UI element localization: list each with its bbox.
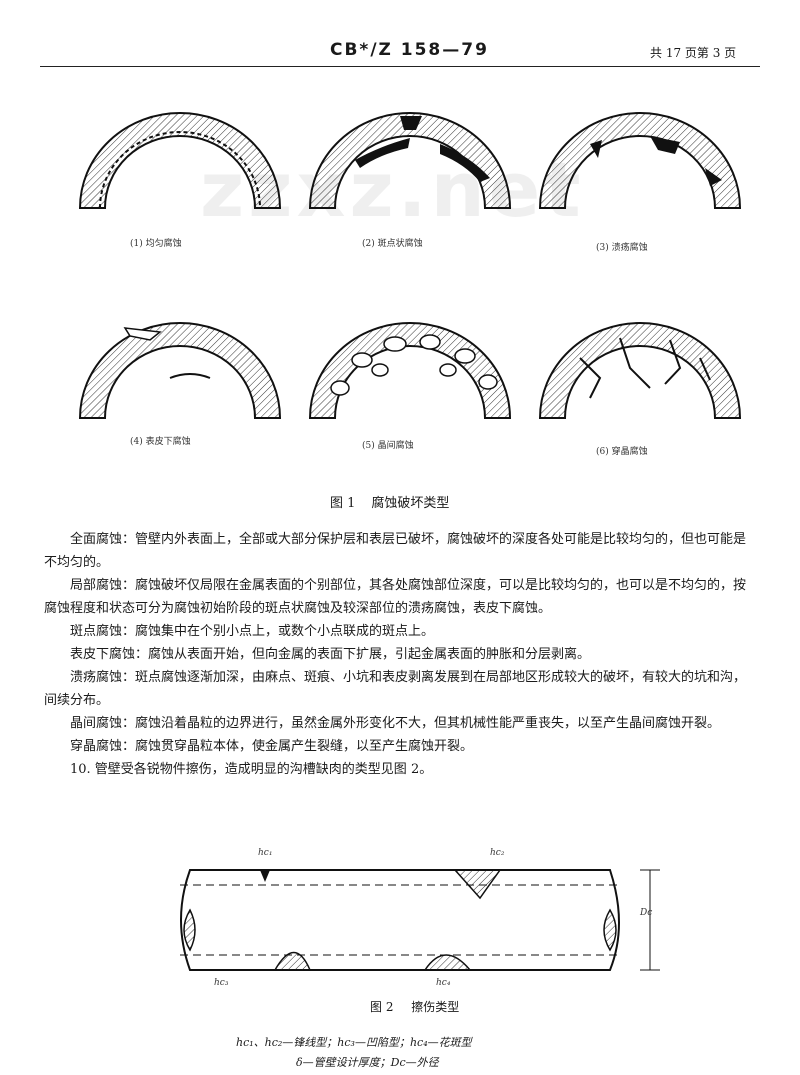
fig2-label-hc2: hc₂ [490, 848, 505, 858]
page-info: 共 17 页第 3 页 [650, 46, 737, 60]
paragraph-spot-corrosion: 斑点腐蚀：腐蚀集中在个别小点上，或数个小点联成的斑点上。 [70, 624, 435, 639]
fig1-subsurface-corrosion [78, 322, 282, 419]
fig2-label-dc: Dc [640, 908, 653, 918]
fig1-ulcer-corrosion [538, 112, 742, 209]
fig2-label-hc4: hc₄ [436, 978, 451, 988]
paragraph-transgranular-corrosion: 穿晶腐蚀：腐蚀贯穿晶粒本体，使金属产生裂缝，以至产生腐蚀开裂。 [70, 739, 474, 754]
paragraph-subsurface-corrosion: 表皮下腐蚀：腐蚀从表面开始，但向金属的表面下扩展，引起金属表面的肿胀和分层剥离。 [70, 647, 591, 662]
paragraph-scratch-types: 10. 管壁受各锐物件擦伤，造成明显的沟槽缺肉的类型见图 2。 [70, 762, 433, 777]
figure2-number: 图 2 [370, 1000, 394, 1014]
standard-number: CB*/Z 158—79 [330, 40, 489, 60]
paragraph-ulcer-corrosion: 溃疡腐蚀：斑点腐蚀逐渐加深，由麻点、斑痕、小坑和表皮剥离发展到在局部地区形成较大… [44, 670, 747, 708]
figure1-title-text: 腐蚀破坏类型 [371, 496, 450, 511]
fig1-intergranular-corrosion [308, 322, 512, 419]
fig1-caption-2: (2) 斑点状腐蚀 [362, 239, 423, 249]
fig1-uniform-corrosion [78, 112, 282, 209]
figure2-legend-line2: δ—管壁设计厚度；Dc—外径 [296, 1056, 439, 1069]
paragraph-local-corrosion: 局部腐蚀：腐蚀破坏仅局限在金属表面的个别部位，其各处腐蚀部位深度，可以是比较均匀… [44, 578, 747, 616]
fig1-caption-6: (6) 穿晶腐蚀 [596, 447, 648, 457]
fig1-caption-4: (4) 表皮下腐蚀 [130, 437, 191, 447]
figure2-legend-line1: hc₁、hc₂—锋线型；hc₃—凹陷型；hc₄—花斑型 [236, 1036, 472, 1049]
fig1-spot-corrosion [308, 112, 512, 209]
fig2-label-hc1: hc₁ [258, 848, 273, 858]
fig1-caption-1: (1) 均匀腐蚀 [130, 239, 182, 249]
fig1-caption-5: (5) 晶间腐蚀 [362, 441, 414, 451]
paragraph-general-corrosion: 全面腐蚀：管壁内外表面上，全部或大部分保护层和表层已破坏，腐蚀破坏的深度各处可能… [44, 532, 747, 570]
fig2-label-hc3: hc₃ [214, 978, 229, 988]
figure2-title-text: 擦伤类型 [411, 1000, 460, 1014]
fig1-caption-3: (3) 溃疡腐蚀 [596, 243, 648, 253]
header-divider [40, 66, 760, 67]
figure1-number: 图 1 [330, 496, 356, 511]
figure1-title: 图 1 腐蚀破坏类型 [330, 492, 449, 511]
body-text: 全面腐蚀：管壁内外表面上，全部或大部分保护层和表层已破坏，腐蚀破坏的深度各处可能… [44, 528, 756, 781]
paragraph-intergranular-corrosion: 晶间腐蚀：腐蚀沿着晶粒的边界进行，虽然金属外形变化不大，但其机械性能严重丧失，以… [70, 716, 721, 731]
fig2-pipe-damage-diagram [180, 869, 660, 971]
figure2-title: 图 2 擦伤类型 [370, 998, 459, 1015]
fig1-transgranular-corrosion [538, 322, 742, 419]
